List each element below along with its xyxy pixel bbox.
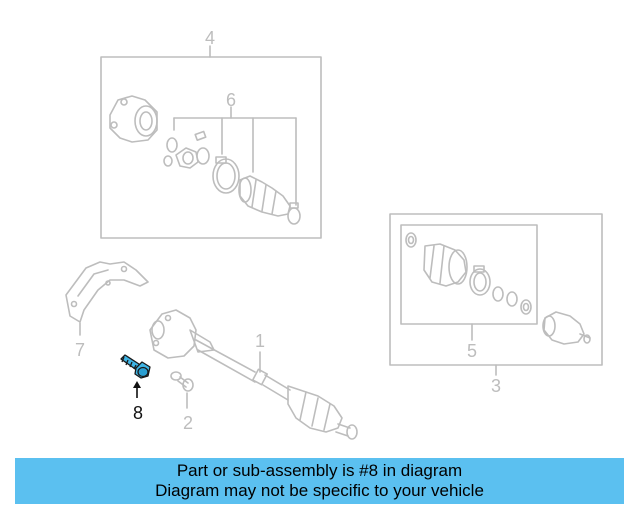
heat-shield (65, 261, 149, 323)
highlighted-bolt-8 (120, 354, 151, 379)
callout-6: 6 (226, 90, 236, 110)
small-rings (163, 130, 210, 169)
callout-7: 7 (75, 340, 85, 360)
outer-boot (405, 232, 468, 287)
cv-boot (238, 175, 291, 217)
leader-6 (173, 106, 297, 206)
arrow-up-icon (133, 381, 141, 388)
assembly-box-4 (100, 56, 322, 239)
banner-line-2: Diagram may not be specific to your vehi… (155, 481, 484, 500)
joint-housing (109, 95, 158, 143)
outer-rings (492, 286, 532, 315)
clamp-band (212, 156, 240, 194)
banner-line-1: Part or sub-assembly is #8 in diagram (176, 461, 463, 480)
outer-clamp (469, 265, 491, 296)
bolt-2 (170, 371, 194, 392)
callout-5: 5 (467, 341, 477, 361)
outer-cv-joint (542, 311, 591, 345)
callout-4: 4 (205, 28, 215, 48)
callout-2: 2 (183, 413, 193, 433)
info-banner: Part or sub-assembly is #8 in diagram Di… (15, 458, 624, 504)
info-banner-bg (15, 458, 624, 504)
callout-1: 1 (255, 331, 265, 351)
assembly-box-5 (400, 224, 538, 325)
callout-3: 3 (491, 376, 501, 396)
small-clamp (287, 202, 301, 225)
axle-shaft (149, 309, 358, 440)
callout-8: 8 (133, 403, 143, 423)
